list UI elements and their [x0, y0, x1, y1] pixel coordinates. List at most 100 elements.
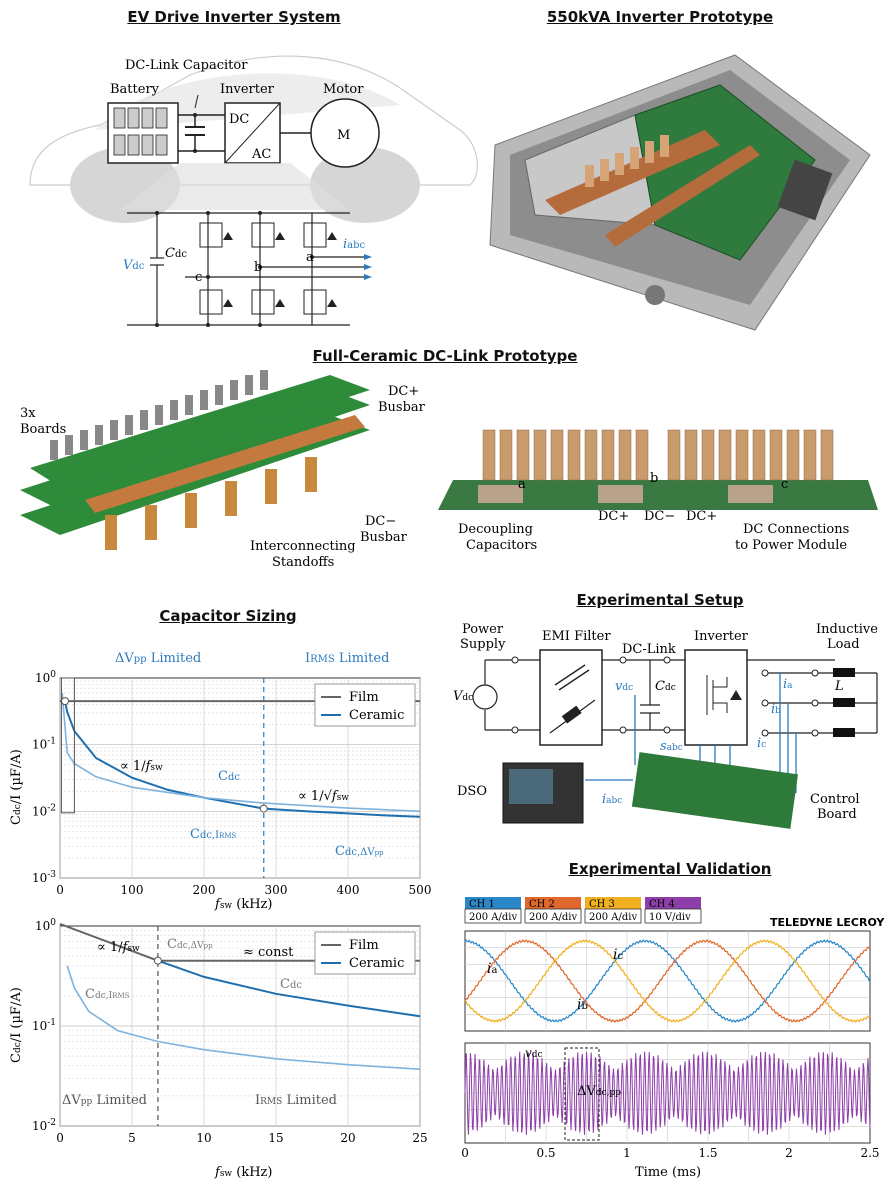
- leg-a-label: a: [306, 250, 314, 265]
- vdc-source-label: Vdc: [453, 689, 473, 704]
- motor-label: Motor: [323, 82, 364, 97]
- inverter-prototype-image: [489, 54, 871, 331]
- dc-link-capacitor-label: DC-Link Capacitor: [125, 58, 248, 73]
- x-tick-label: 0: [56, 883, 64, 897]
- x-tick-label: 15: [268, 1131, 283, 1145]
- title-capacitor-sizing: Capacitor Sizing: [159, 607, 297, 625]
- channel-tab: [585, 897, 641, 909]
- channel-scale-box: [524, 908, 582, 924]
- ib-label: ib: [771, 702, 781, 717]
- xlabel-top: fsw (kHz): [214, 897, 272, 912]
- legend-label: Ceramic: [349, 956, 404, 971]
- power-supply-symbol: [472, 684, 498, 710]
- region-dvpp-top: ΔVpp Limited: [115, 651, 201, 666]
- vdc-label: Vdc: [123, 258, 145, 273]
- battery-label: Battery: [110, 82, 160, 97]
- x-tick-label: 20: [340, 1131, 355, 1145]
- channel-scale-box: [584, 908, 642, 924]
- ann-1-over-fsw-bottom: ∝ 1/fsw: [97, 940, 140, 955]
- y-tick-label: 10-2: [32, 1118, 56, 1133]
- channel-scale-box: [644, 908, 702, 924]
- channel-scale-box: [464, 908, 522, 924]
- x-tick-label: 100: [121, 883, 144, 897]
- dc-link-label: DC-Link: [622, 642, 676, 657]
- channel-scale: 200 A/div: [469, 912, 517, 923]
- dc-minus-busbar-label: DC−Busbar: [360, 514, 408, 545]
- channel-name: CH 3: [589, 899, 615, 910]
- label-ib: ib: [577, 997, 588, 1013]
- title-550kva-prototype: 550kVA Inverter Prototype: [546, 8, 774, 26]
- channel-tab: [525, 897, 581, 909]
- cdc-setup-label: Cdc: [655, 679, 676, 694]
- zoom-box: [60, 677, 75, 814]
- control-board-illustration: [631, 752, 798, 829]
- title-dclink-prototype: Full-Ceramic DC-Link Prototype: [312, 347, 578, 365]
- channel-scale: 200 A/div: [589, 912, 637, 923]
- emi-filter-label: EMI Filter: [542, 629, 611, 644]
- dc-plus-1-label: DC+: [598, 509, 629, 524]
- x-tick-label: 2: [785, 1146, 793, 1160]
- ylabel-bottom: Cdc/I (µF/A): [9, 987, 24, 1063]
- load-inductance-label: L: [834, 679, 844, 694]
- channel-name: CH 1: [469, 899, 495, 910]
- region-irms-top: IRMS Limited: [305, 651, 389, 666]
- ann-1-over-fsw-top: ∝ 1/fsw: [120, 759, 163, 774]
- dc-plus-2-label: DC+: [686, 509, 717, 524]
- channel-tab: [645, 897, 701, 909]
- legend-box: [314, 931, 416, 975]
- dc-plus-busbar-label: DC+Busbar: [378, 384, 426, 415]
- ev-system-diagram: Battery DC-Link Capacitor DC AC Inverter…: [29, 55, 478, 327]
- region-dvpp-bottom: ΔVpp Limited: [62, 1093, 147, 1108]
- ylabel-top: Cdc/I (µF/A): [9, 749, 24, 825]
- ceramic-line: [157, 959, 421, 1018]
- title-ev-system: EV Drive Inverter System: [127, 8, 341, 26]
- inverter-label: Inverter: [220, 82, 275, 97]
- channel-name: CH 4: [649, 899, 675, 910]
- y-tick-label: 10-1: [32, 1018, 56, 1033]
- trace-ia: [464, 939, 871, 1023]
- trace-ic: [464, 939, 871, 1024]
- x-tick-label: 200: [193, 883, 216, 897]
- x-tick-label: 0.5: [536, 1146, 555, 1160]
- ia-label: ia: [783, 677, 793, 692]
- ceramic-line: [64, 700, 421, 818]
- x-tick-label: 1.5: [698, 1146, 717, 1160]
- scope-xlabel: Time (ms): [635, 1165, 701, 1180]
- y-tick-label: 100: [35, 670, 56, 685]
- ann-cdc-top: Cdc: [218, 769, 240, 784]
- x-tick-label: 10: [196, 1131, 211, 1145]
- legend-box: [314, 683, 416, 727]
- xlabel-bottom: fsw (kHz): [214, 1165, 272, 1180]
- x-tick-label: 0: [461, 1146, 469, 1160]
- board-phase-b: b: [650, 471, 658, 486]
- legend-label: Film: [349, 690, 379, 705]
- x-tick-label: 25: [412, 1131, 427, 1145]
- legend-label: Ceramic: [349, 708, 404, 723]
- channel-tab: [465, 897, 521, 909]
- brand-label: TELEDYNE LECROY: [770, 916, 885, 929]
- vdc-meas-label: vdc: [615, 679, 633, 694]
- ann-sqrt-top: ∝ 1/√fsw: [298, 789, 349, 804]
- emi-filter-box: [539, 649, 603, 746]
- leg-b-label: b: [254, 260, 262, 275]
- ceramic-irms-line: [61, 692, 421, 813]
- car-silhouette: [29, 55, 478, 186]
- inverter-ac-label: AC: [251, 147, 271, 162]
- x-tick-label: 300: [265, 883, 288, 897]
- motor-symbol: M: [337, 128, 350, 143]
- y-tick-label: 10-1: [32, 737, 56, 752]
- y-tick-label: 10-2: [32, 803, 56, 818]
